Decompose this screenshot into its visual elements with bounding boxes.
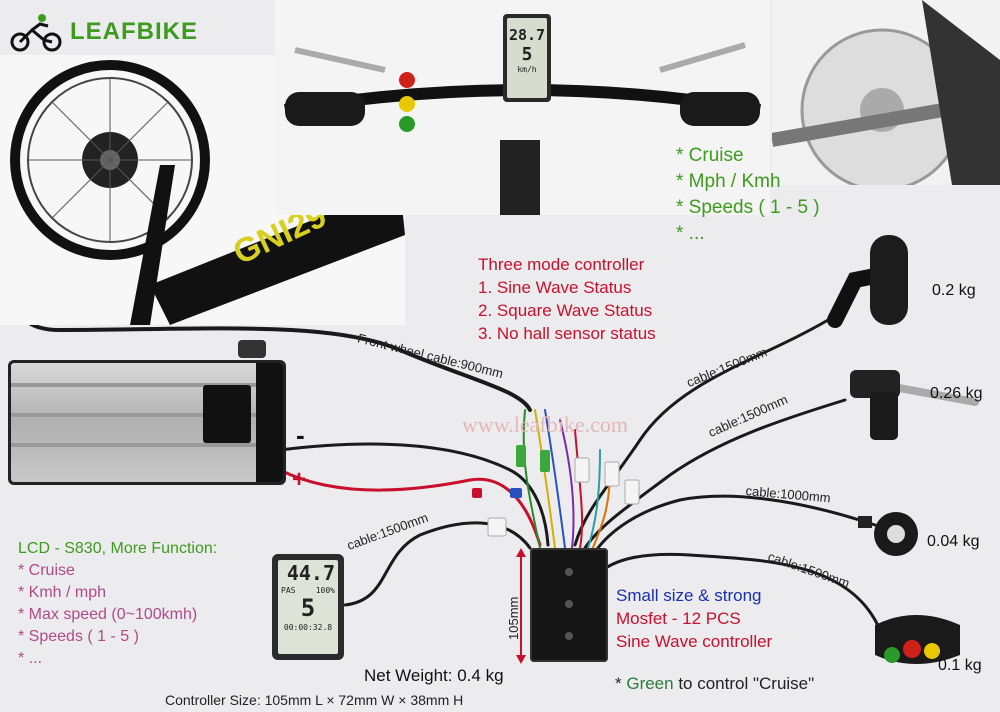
controller-feature-2: Mosfet - 12 PCS bbox=[616, 609, 741, 628]
lcd-feature-4: * Speeds ( 1 - 5 ) bbox=[18, 628, 139, 645]
controller-feature-3: Sine Wave controller bbox=[616, 632, 773, 651]
brake-cable bbox=[583, 398, 847, 550]
lcd-feature-5: * ... bbox=[18, 650, 43, 667]
brand-logo[interactable]: LEAFBIKE bbox=[8, 12, 198, 52]
cruise-note: * Green to control "Cruise" bbox=[615, 674, 814, 694]
switch-cable bbox=[598, 552, 882, 632]
throttle bbox=[825, 230, 925, 330]
handlebar-display-speed: 28.7 bbox=[508, 26, 546, 44]
lcd-level: 5 bbox=[300, 594, 316, 622]
battery bbox=[8, 360, 286, 485]
battery-terminal-plus: + bbox=[292, 466, 307, 493]
battery-cable-positive bbox=[278, 468, 542, 547]
weight-pas: 0.04 kg bbox=[927, 533, 980, 550]
throttle-cable bbox=[573, 318, 830, 547]
weight-switch: 0.1 kg bbox=[938, 657, 982, 674]
cruise-switch bbox=[870, 605, 965, 673]
handlebar-photo: 28.7 5 km/h bbox=[275, 0, 770, 215]
dimension-label: 105mm bbox=[506, 596, 521, 640]
pas-sensor bbox=[858, 508, 920, 558]
handlebar-display-unit: km/h bbox=[517, 65, 537, 74]
pas-sensor-photo bbox=[772, 0, 1000, 185]
handlebar-display-level: 5 bbox=[521, 44, 533, 65]
controller-size: Controller Size: 105mm L × 72mm W × 38mm… bbox=[165, 692, 464, 708]
lcd-display: 44.7 PAS 100% 5 00:00:32.8 bbox=[272, 554, 344, 660]
cruise-note-rest: to control "Cruise" bbox=[673, 674, 815, 693]
controller-feature-list: Small size & strong Mosfet - 12 PCS Sine… bbox=[616, 584, 772, 653]
lcd-feature-3: * Max speed (0~100kmh) bbox=[18, 606, 198, 623]
dimension-arrow bbox=[516, 548, 526, 664]
brand-name: LEAFBIKE bbox=[70, 18, 198, 45]
battery-key bbox=[238, 340, 266, 358]
lcd-feature-2: * Kmh / mph bbox=[18, 584, 107, 601]
controller-mode-2: 2. Square Wave Status bbox=[478, 301, 653, 320]
lcd-odometer: 00:00:32.8 bbox=[283, 623, 333, 632]
cruise-note-prefix: * bbox=[615, 674, 627, 693]
controller-modes: Three mode controller 1. Sine Wave Statu… bbox=[478, 253, 656, 345]
controller-modes-title: Three mode controller bbox=[478, 255, 645, 274]
lcd-speed: 44.7 bbox=[286, 561, 335, 585]
controller-mode-3: 3. No hall sensor status bbox=[478, 324, 656, 343]
handlebar-display: 28.7 5 km/h bbox=[503, 14, 551, 102]
battery-terminal-minus: - bbox=[296, 420, 305, 450]
lcd-pas-label: PAS bbox=[281, 586, 296, 595]
brake-lever bbox=[835, 362, 985, 447]
pas-cable bbox=[593, 494, 877, 554]
weight-throttle: 0.2 kg bbox=[932, 282, 976, 299]
lcd-feature-1: * Cruise bbox=[18, 562, 75, 579]
cruise-feature-4: * ... bbox=[676, 223, 705, 244]
lcd-title: LCD - S830, More Function: bbox=[18, 540, 218, 557]
weight-brake: 0.26 kg bbox=[930, 385, 983, 402]
cruise-feature-2: * Mph / Kmh bbox=[676, 171, 781, 192]
cruise-feature-list: * Cruise * Mph / Kmh * Speeds ( 1 - 5 ) … bbox=[676, 143, 820, 247]
controller-feature-1: Small size & strong bbox=[616, 586, 762, 605]
lcd-battery: 100% bbox=[315, 586, 335, 595]
watermark: www.leafbike.com bbox=[462, 412, 628, 437]
controller-box bbox=[530, 548, 608, 662]
controller-mode-1: 1. Sine Wave Status bbox=[478, 278, 632, 297]
battery-lock-panel bbox=[203, 385, 251, 443]
cruise-note-green: Green bbox=[626, 674, 674, 693]
cruise-feature-3: * Speeds ( 1 - 5 ) bbox=[676, 197, 820, 218]
cyclist-icon bbox=[10, 14, 62, 52]
battery-cable-negative bbox=[278, 442, 550, 547]
cruise-feature-1: * Cruise bbox=[676, 145, 744, 166]
connectors bbox=[472, 445, 640, 537]
lcd-feature-list: LCD - S830, More Function: * Cruise * Km… bbox=[18, 538, 217, 670]
net-weight: Net Weight: 0.4 kg bbox=[364, 666, 504, 685]
